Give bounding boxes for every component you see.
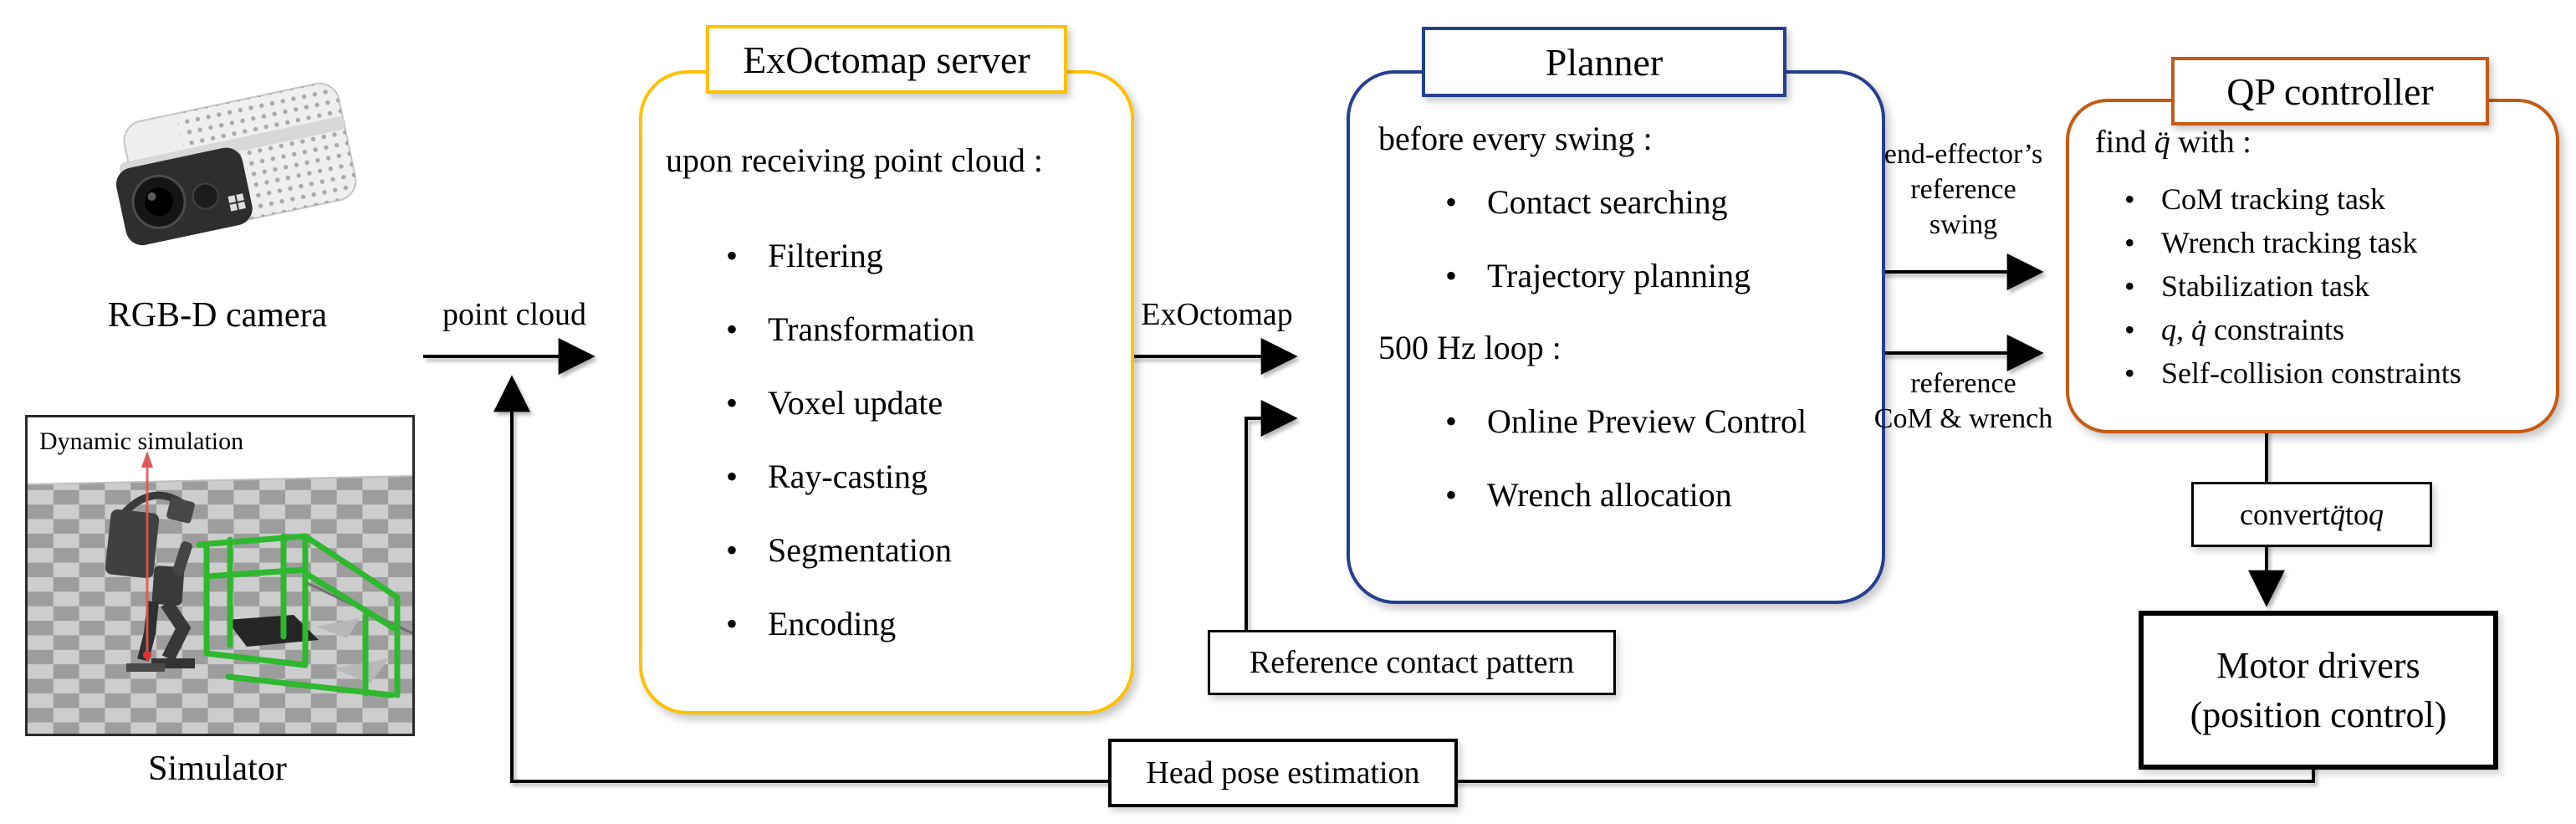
qp-intro-math: q̈ [2154,125,2170,160]
bullet-item: Contact searching [1440,166,1751,239]
planner-title: Planner [1422,27,1786,97]
swing-label-line1: end-effector’s [1883,139,2043,170]
head-pose-estimation-text: Head pose estimation [1146,755,1420,791]
bullet-item: CoM tracking task [2123,177,2461,221]
sim-green-frame [196,533,401,699]
planner-section2-list: Online Preview ControlWrench allocation [1440,385,1807,532]
camera-depth-sensor [192,182,219,210]
head-pose-estimation-box: Head pose estimation [1108,739,1458,807]
bullet-item: q, q̇ constraints [2123,308,2461,351]
exoctomap-server-title-text: ExOctomap server [743,38,1030,81]
reference-contact-pattern-box: Reference contact pattern [1208,630,1616,695]
sim-floor-arrow [333,658,389,683]
sim-horizon [28,475,412,485]
qp-controller-title-text: QP controller [2226,69,2434,113]
sim-red-dot [143,651,151,659]
convert-math2: q [2368,498,2384,531]
motor-drivers-line2: (position control) [2190,694,2447,735]
rgbd-camera-illustration [115,79,360,246]
sim-overlay-title: Dynamic simulation [39,427,243,455]
planner-section2-intro: 500 Hz loop : [1378,329,1561,366]
simulator-frame: Dynamic simulation [25,415,415,736]
rgbd-camera-label: RGB-D camera [107,296,328,335]
motor-drivers-line1: Motor drivers [2216,644,2420,686]
bullet-item: Wrench allocation [1440,458,1807,532]
bullet-item: Voxel update [721,366,974,440]
bullet-item: Stabilization task [2123,264,2461,308]
bullet-item: Wrench tracking task [2123,221,2461,264]
sim-floor-arrow [316,618,360,638]
bullet-item: Online Preview Control [1440,385,1807,458]
exoctomap-server-title: ExOctomap server [706,25,1067,94]
sim-red-axis-arrow [141,451,153,468]
simulator-label: Simulator [148,750,287,788]
exoctomap-arrow-label: ExOctomap [1141,297,1293,332]
com-wrench-arrow-label: reference CoM & wrench [1869,366,2057,437]
com-label-line2: CoM & wrench [1873,403,2053,434]
swing-arrow-label: end-effector’s reference swing [1869,137,2057,243]
qp-intro-post: with : [2170,125,2251,160]
bullet-item: Self-collision constraints [2123,351,2461,395]
bullet-item: Segmentation [721,514,974,587]
convert-math1: q̈ [2329,498,2345,531]
bullet-item: Filtering [721,219,974,293]
sim-platform [227,615,319,647]
convert-pre: convert [2240,498,2330,531]
point-cloud-label: point cloud [442,297,587,332]
convert-mid: to [2344,498,2369,531]
bullet-item: Trajectory planning [1440,239,1751,313]
planner-section1-intro: before every swing : [1378,120,1653,157]
bullet-item: Ray-casting [721,440,974,514]
camera-lens-highlight [147,192,156,201]
sim-robot [105,451,195,672]
qp-bullet-list: CoM tracking taskWrench tracking taskSta… [2123,177,2461,395]
qp-intro-pre: find [2095,125,2154,160]
planner-title-text: Planner [1545,40,1664,84]
convert-box: convert q̈ to q [2191,482,2432,547]
windows-logo-icon [227,193,246,212]
qp-controller-title: QP controller [2171,57,2489,125]
com-label-line1: reference [1910,368,2016,399]
reference-contact-pattern-text: Reference contact pattern [1249,645,1575,680]
swing-label-line3: swing [1929,209,1998,240]
exoctomap-bullet-list: FilteringTransformationVoxel updateRay-c… [721,219,974,661]
qp-intro: find q̈ with : [2095,124,2251,161]
exoctomap-intro: upon receiving point cloud : [666,141,1044,179]
swing-label-line2: reference [1910,174,2016,205]
planner-section1-list: Contact searchingTrajectory planning [1440,166,1751,313]
simulator-illustration: Dynamic simulation [28,417,412,734]
bullet-item: Encoding [721,587,974,661]
arrow-reference-contact [1245,400,1298,632]
motor-drivers-box: Motor drivers (position control) [2139,611,2498,770]
bullet-item: Transformation [721,293,974,366]
